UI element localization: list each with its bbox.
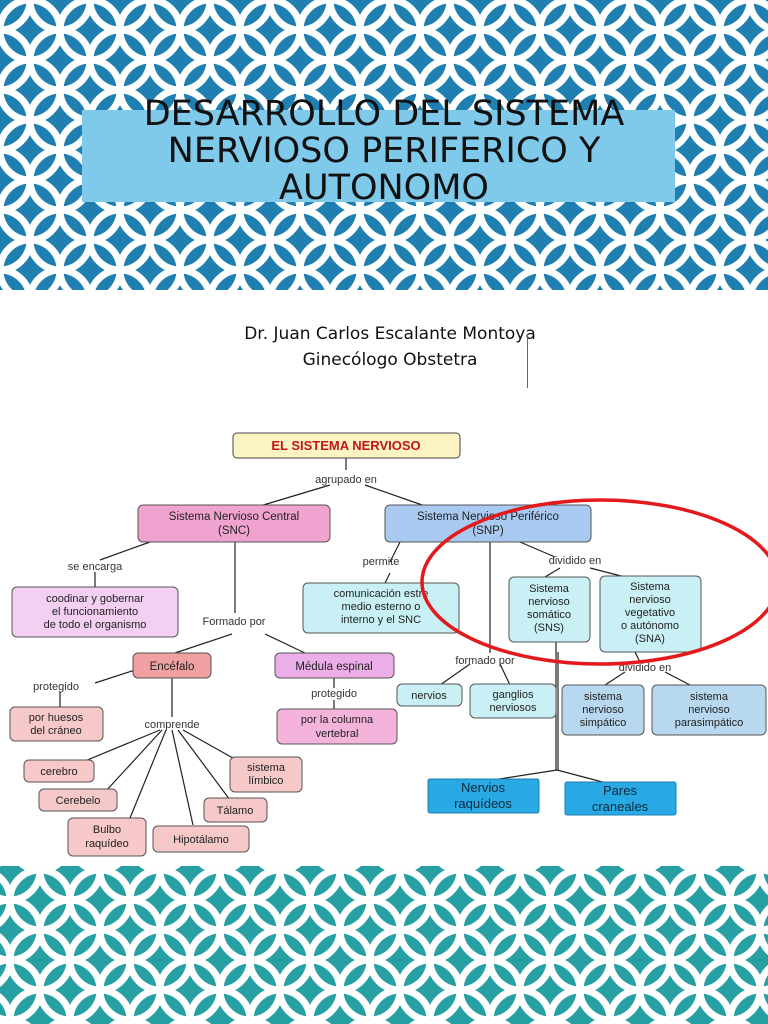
node-encefalo xyxy=(132,652,212,679)
node-huesos xyxy=(9,706,104,742)
author-role: Ginecólogo Obstetra xyxy=(302,350,478,370)
node-snp-line2: (SNP) xyxy=(472,525,503,537)
node-medula xyxy=(274,652,395,679)
node-encefalo-text: Encéfalo xyxy=(150,661,195,673)
node-ganglios xyxy=(469,683,557,719)
node-limbico-line1: sistema xyxy=(247,762,286,774)
link-permite: permite xyxy=(363,556,400,568)
node-hipotalamo xyxy=(152,825,250,853)
node-comunicacion xyxy=(302,582,460,634)
node-simpatico-line1: sistema xyxy=(584,691,623,703)
node-sna-line1: Sistema xyxy=(630,581,671,593)
footer-pattern-band xyxy=(0,866,768,1024)
node-snc xyxy=(137,504,331,543)
node-huesos-line2: del cráneo xyxy=(30,725,81,737)
node-comunicacion-line1: comunicación estre xyxy=(334,588,429,600)
link-se-encarga: se encarga xyxy=(68,561,123,573)
link-dividido-1: dividido en xyxy=(549,555,602,567)
node-ganglios-line1: ganglios xyxy=(493,689,534,701)
link-protegido-2: protegido xyxy=(311,688,357,700)
link-protegido-1: protegido xyxy=(33,681,79,693)
node-limbico-line2: límbico xyxy=(249,775,284,787)
slide-title: DESARROLLO DEL SISTEMA NERVIOSO PERIFERI… xyxy=(143,94,625,208)
node-coordinar xyxy=(11,586,179,638)
node-sns xyxy=(508,576,591,643)
link-dividido-2: dividido en xyxy=(619,662,672,674)
node-cerebelo xyxy=(38,788,118,812)
node-craneales-line1: Pares xyxy=(603,783,637,798)
node-bulbo-line1: Bulbo xyxy=(93,824,121,836)
node-huesos-line1: por huesos xyxy=(29,712,84,724)
node-sna-line2: nervioso xyxy=(629,594,671,606)
title-box xyxy=(82,110,675,202)
link-comprende: comprende xyxy=(144,719,199,731)
node-columna-line2: vertebral xyxy=(316,728,359,740)
node-parasimpatico-line1: sistema xyxy=(690,691,729,703)
node-sna xyxy=(599,575,702,653)
node-snp xyxy=(384,504,592,543)
node-talamo-text: Tálamo xyxy=(217,805,254,817)
node-coordinar-line1: coodinar y gobernar xyxy=(46,593,144,605)
node-simpatico-line3: simpático xyxy=(580,717,626,729)
node-parasimpatico xyxy=(651,684,767,736)
node-medula-text: Médula espinal xyxy=(295,661,372,673)
svg-text:(SNP): (SNP) xyxy=(472,525,503,537)
connector-lines xyxy=(59,457,691,826)
node-cerebro-text: cerebro xyxy=(40,766,77,778)
node-nervios xyxy=(396,683,463,707)
node-simpatico-line2: nervioso xyxy=(582,704,624,716)
node-talamo xyxy=(203,797,268,823)
node-bulbo xyxy=(67,817,147,857)
node-ganglios-line2: nerviosos xyxy=(489,702,537,714)
node-comunicacion-line3: interno y el SNC xyxy=(341,614,421,626)
node-columna-line1: por la columna xyxy=(301,714,374,726)
node-sns-line1: Sistema xyxy=(529,583,570,595)
node-parasimpatico-line3: parasimpático xyxy=(675,717,743,729)
node-sns-line4: (SNS) xyxy=(534,622,564,634)
node-root xyxy=(232,432,461,459)
node-snc-line1: Sistema Nervioso Central xyxy=(169,511,299,523)
link-formado-por-2: formado por xyxy=(455,655,515,667)
node-sna-line4: o autónomo xyxy=(621,620,679,632)
node-sns-line3: somático xyxy=(527,609,571,621)
node-cerebro xyxy=(23,759,95,783)
node-comunicacion-line2: medio esterno o xyxy=(342,601,421,613)
node-nervios-text: nervios xyxy=(411,690,447,702)
node-sna-line5: (SNA) xyxy=(635,633,665,645)
node-root-text: EL SISTEMA NERVIOSO xyxy=(271,438,420,453)
node-raquideos-line2: raquídeos xyxy=(454,796,512,811)
svg-text:(SNC): (SNC) xyxy=(218,525,250,537)
node-hipotalamo-text: Hipotálamo xyxy=(173,834,229,846)
highlight-ellipse xyxy=(420,498,768,666)
node-limbico xyxy=(229,756,303,793)
node-snc-line2: (SNC) xyxy=(218,525,250,537)
author-name: Dr. Juan Carlos Escalante Montoya xyxy=(244,324,536,344)
node-bulbo-line2: raquídeo xyxy=(85,838,128,850)
node-columna xyxy=(276,708,398,745)
svg-text:Sistema Nervioso Central: Sistema Nervioso Central xyxy=(169,511,299,523)
concept-map: EL SISTEMA NERVIOSO agrupado en Sistema … xyxy=(9,432,768,857)
node-craneales xyxy=(564,781,677,816)
node-sns-line2: nervioso xyxy=(528,596,570,608)
link-formado-por-1: Formado por xyxy=(203,616,266,628)
node-simpatico xyxy=(561,684,645,736)
node-sna-line3: vegetativo xyxy=(625,607,675,619)
node-coordinar-line3: de todo el organismo xyxy=(44,619,147,631)
node-coordinar-line2: el funcionamiento xyxy=(52,606,138,618)
node-cerebelo-text: Cerebelo xyxy=(56,795,101,807)
link-agrupado: agrupado en xyxy=(315,474,377,486)
cursor-line xyxy=(527,334,528,388)
node-parasimpatico-line2: nervioso xyxy=(688,704,730,716)
node-craneales-line2: craneales xyxy=(592,799,649,814)
node-raquideos xyxy=(427,778,540,814)
node-raquideos-line1: Nervios xyxy=(461,780,506,795)
